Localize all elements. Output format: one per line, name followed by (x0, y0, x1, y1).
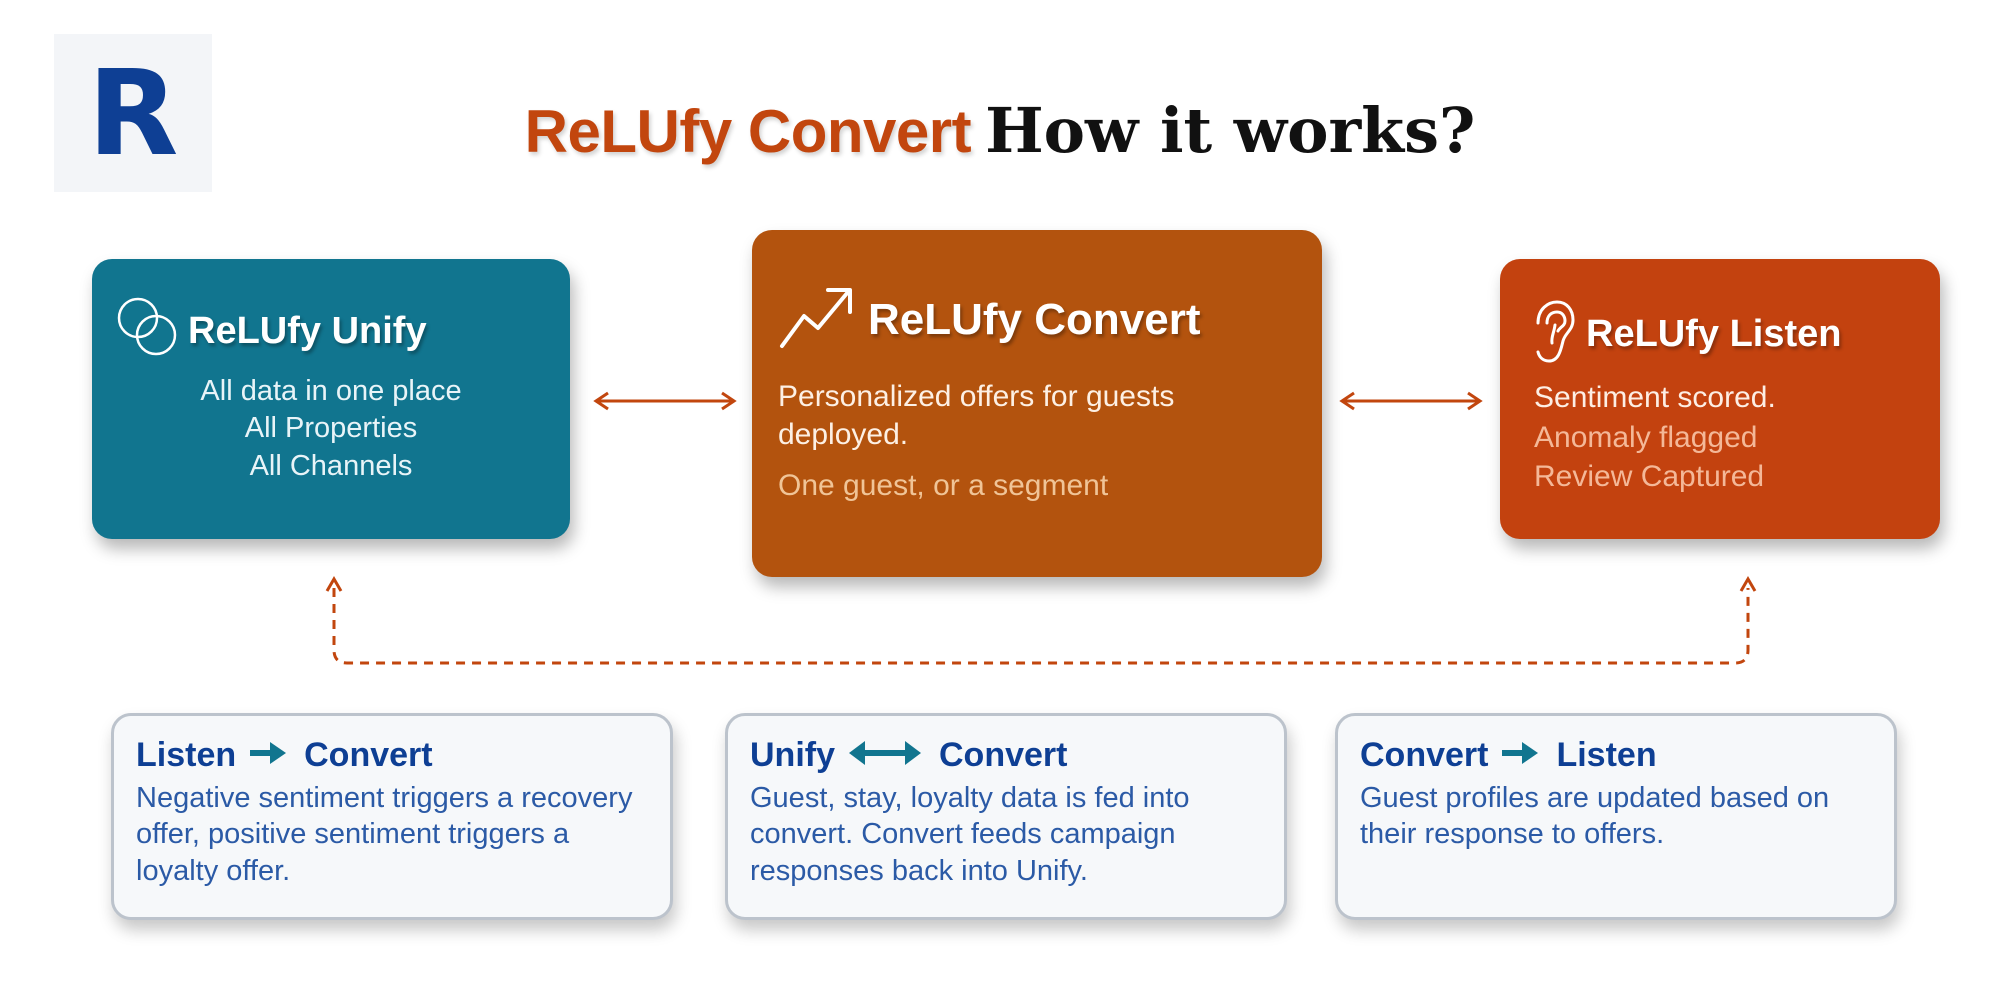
relufy-logo: R (54, 34, 212, 192)
convert-main-text: Personalized offers for guests deployed. (778, 380, 1175, 451)
flow-from: Listen (136, 736, 237, 774)
right-arrow-icon (1488, 739, 1556, 772)
convert-listen-double-arrow (1339, 391, 1483, 411)
listen-card-header: ReLUfy Listen (1530, 299, 1841, 370)
convert-sub-text: One guest, or a segment (778, 469, 1109, 502)
listen-line: Sentiment scored. (1534, 381, 1776, 414)
flow-listen-convert: Listen Convert Negative sentiment trigge… (111, 713, 673, 920)
convert-card: ReLUfy Convert Personalized offers for g… (752, 230, 1322, 577)
listen-card-lines: Sentiment scored. Anomaly flagged Review… (1534, 381, 1776, 500)
flow-description: Guest profiles are updated based on thei… (1360, 782, 1830, 851)
flow-to: Convert (939, 736, 1068, 774)
trend-up-icon (778, 282, 858, 357)
unify-line: All Properties (244, 412, 418, 445)
listen-to-unify-feedback-loop (325, 576, 1757, 665)
flow-convert-listen: Convert Listen Guest profiles are update… (1335, 713, 1897, 920)
double-arrow-icon (835, 738, 939, 773)
flow-description: Guest, stay, loyalty data is fed into co… (750, 782, 1190, 887)
unify-card: ReLUfy Unify All data in one place All P… (92, 259, 570, 539)
right-arrow-icon (236, 739, 304, 772)
flow-to: Listen (1556, 736, 1657, 774)
overlapping-circles-icon (114, 295, 182, 368)
listen-line: Anomaly flagged (1534, 420, 1758, 454)
flow-description: Negative sentiment triggers a recovery o… (136, 782, 633, 887)
unify-line: All Channels (249, 449, 413, 482)
flow-from: Unify (750, 736, 835, 774)
convert-card-title: ReLUfy Convert (868, 294, 1201, 344)
flow-from: Convert (1360, 736, 1489, 774)
listen-line: Review Captured (1534, 460, 1765, 494)
unify-card-header: ReLUfy Unify (114, 295, 427, 368)
title-question: How it works? (985, 94, 1476, 167)
unify-card-title: ReLUfy Unify (188, 310, 427, 352)
flow-header: Convert Listen (1360, 736, 1657, 775)
flow-header: Unify Convert (750, 736, 1067, 775)
flow-unify-convert: Unify Convert Guest, stay, loyalty data … (725, 713, 1287, 920)
listen-card: ReLUfy Listen Sentiment scored. Anomaly … (1500, 259, 1940, 539)
listen-card-title: ReLUfy Listen (1586, 313, 1842, 355)
unify-convert-double-arrow (593, 391, 737, 411)
title-brand: ReLUfy Convert (524, 98, 972, 165)
unify-line: All data in one place (200, 375, 462, 407)
flow-header: Listen Convert (136, 736, 433, 775)
ear-icon (1530, 299, 1576, 370)
unify-card-lines: All data in one place All Properties All… (92, 375, 570, 487)
convert-card-lines: Personalized offers for guests deployed.… (778, 378, 1298, 503)
convert-card-header: ReLUfy Convert (778, 282, 1201, 357)
flow-to: Convert (304, 736, 433, 774)
logo-letter: R (87, 44, 179, 182)
